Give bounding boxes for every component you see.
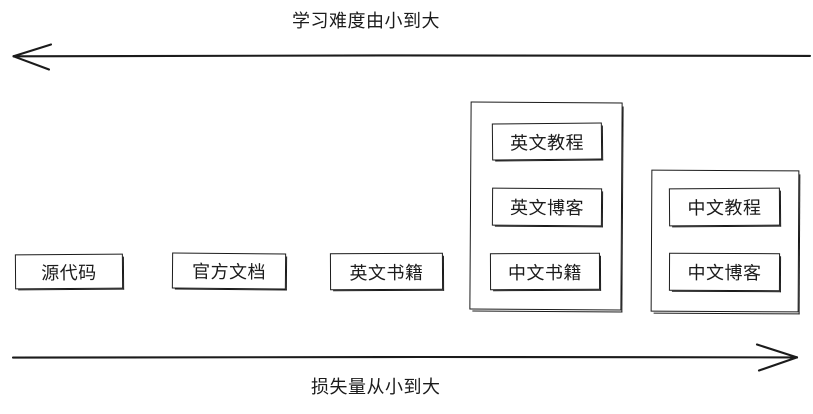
node-official-docs[interactable]: 官方文档 [171,252,287,290]
node-label: 英文教程 [509,132,585,153]
node-label: 英文书籍 [349,262,424,283]
arrow-right-icon [11,343,799,372]
top-axis-label: 学习难度由小到大 [292,11,440,31]
node-chinese-books[interactable]: 中文书籍 [489,252,601,291]
node-label: 中文教程 [687,197,762,219]
node-english-tutorial[interactable]: 英文教程 [491,122,603,161]
top-axis-arrow [12,43,812,71]
node-label: 英文博客 [509,197,585,219]
node-label: 中文书籍 [507,262,583,283]
node-label: 官方文档 [191,261,267,283]
node-chinese-tutorial[interactable]: 中文教程 [668,187,781,227]
node-english-blog[interactable]: 英文博客 [491,187,603,227]
node-english-books[interactable]: 英文书籍 [329,252,444,291]
bottom-axis-arrow [11,343,799,372]
arrow-left-icon [12,43,812,71]
node-source-code[interactable]: 源代码 [14,253,124,290]
node-label: 中文博客 [687,262,762,284]
node-label: 源代码 [41,262,97,283]
bottom-axis-label: 损失量从小到大 [311,377,441,397]
node-chinese-blog[interactable]: 中文博客 [668,252,781,292]
